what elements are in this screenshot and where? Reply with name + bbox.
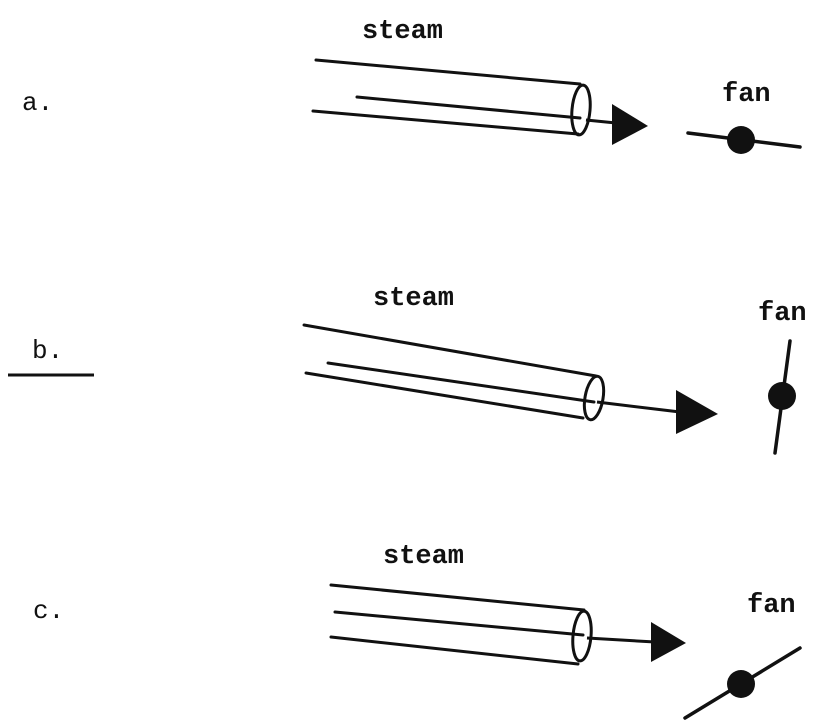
- option-c-flow-arrow: [586, 622, 686, 662]
- option-c-fan-icon: [683, 646, 802, 720]
- option-b-steam-label: steam: [373, 284, 454, 314]
- option-b[interactable]: b. steam fan: [8, 284, 807, 455]
- option-b-fan-icon: [768, 339, 796, 455]
- option-c-fan-label: fan: [747, 591, 796, 621]
- option-a-fan-label: fan: [722, 80, 771, 110]
- option-c-letter: c.: [33, 596, 64, 626]
- option-b-flow-arrow: [596, 390, 718, 434]
- option-b-steam-pipe: [302, 323, 606, 422]
- option-a-steam-pipe: [311, 58, 592, 137]
- option-a-fan-icon: [686, 126, 802, 154]
- option-a[interactable]: a. steam fan: [22, 17, 802, 154]
- option-b-fan-label: fan: [758, 299, 807, 329]
- option-a-letter: a.: [22, 88, 53, 118]
- option-b-letter: b.: [32, 336, 63, 366]
- option-c[interactable]: c. steam fan: [33, 542, 802, 720]
- option-c-steam-pipe: [329, 583, 593, 666]
- option-a-steam-label: steam: [362, 17, 443, 47]
- option-a-flow-arrow: [585, 104, 648, 145]
- option-c-steam-label: steam: [383, 542, 464, 572]
